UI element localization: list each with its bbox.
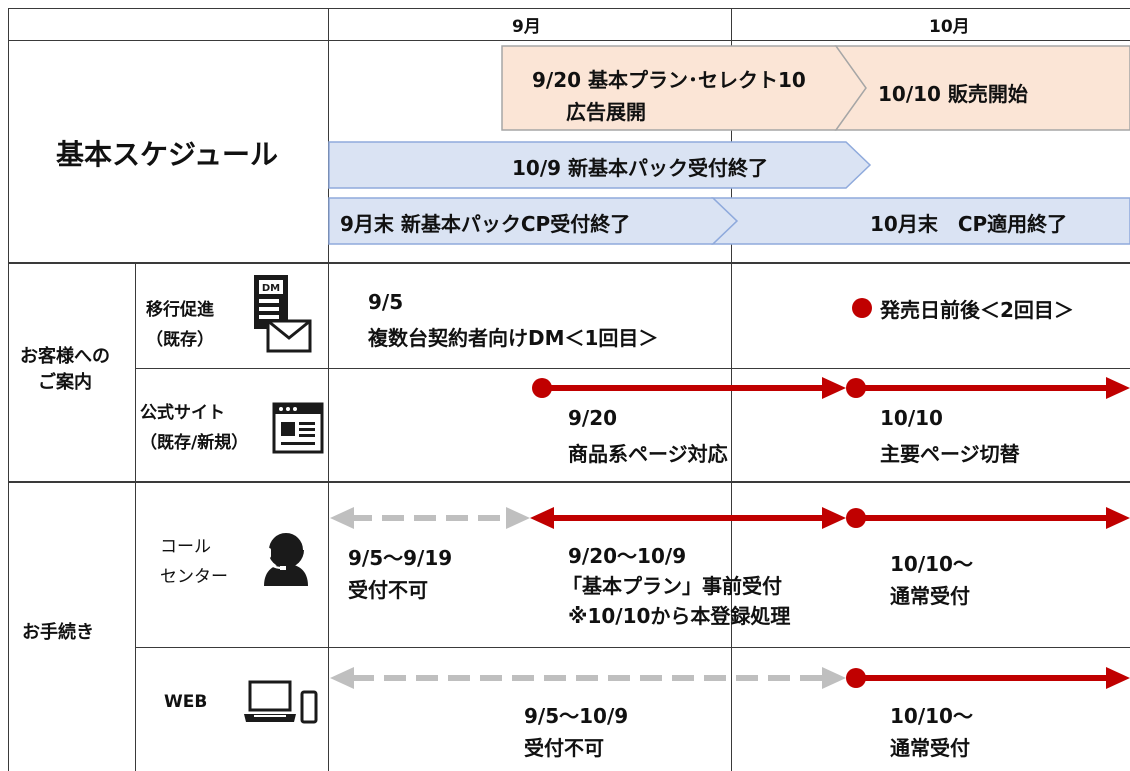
- site-item2-text: 主要ページ切替: [880, 442, 1020, 466]
- chevron-sales-start: [834, 45, 1130, 131]
- cp-apply-end-text: 10月末 CP適用終了: [870, 212, 1068, 236]
- site-arrow-1-dot: [532, 378, 552, 398]
- web-normal-text: 通常受付: [890, 736, 970, 760]
- migration-label-text: 移行促進 （既存）: [146, 300, 214, 350]
- site-item2-date: 10/10: [880, 406, 943, 430]
- laptop-phone-icon: [244, 680, 320, 724]
- dm2-text: 発売日前後＜2回目＞: [880, 298, 1074, 322]
- dm2-marker-dot: [852, 298, 872, 318]
- call-label-text: コール センター: [160, 537, 228, 587]
- site-arrow-1-head: [822, 377, 846, 399]
- site-row-label: 公式サイト （既存/新規）: [140, 398, 248, 458]
- web-gap-range: 9/5～10/9: [524, 704, 629, 728]
- grid-call-bottom: [135, 647, 1130, 648]
- grid-left: [8, 8, 9, 771]
- procedures-group-label: お手続き: [22, 622, 94, 643]
- chevron-cp-apply-end: [711, 197, 1130, 245]
- call-pre-note: ※10/10から本登録処理: [568, 604, 791, 628]
- call-normal-arrow-head: [1106, 507, 1130, 529]
- call-gap-text: 受付不可: [348, 578, 428, 602]
- site-item1-date: 9/20: [568, 406, 618, 430]
- call-gap-arrow-head-left: [330, 507, 354, 529]
- call-pre-arrow-head-right: [822, 507, 846, 529]
- web-normal-arrow-dot: [846, 668, 866, 688]
- schedule-row-label: 基本スケジュール: [56, 138, 279, 171]
- svg-text:DM: DM: [262, 283, 280, 294]
- cp-pack-end-text: 9月末 新基本パックCP受付終了: [340, 212, 631, 236]
- ad-campaign-line1: 9/20 基本プラン･セレクト10: [532, 68, 806, 92]
- guidance-group-label: お客様への ご案内: [20, 344, 110, 396]
- grid-label-divider: [135, 263, 136, 771]
- call-gap-range: 9/5～9/19: [348, 546, 453, 570]
- call-pre-range: 9/20～10/9: [568, 544, 687, 568]
- grid-schedule-bottom: [8, 262, 1130, 264]
- ad-campaign-line2: 広告展開: [566, 100, 646, 124]
- grid-guidance-bottom: [8, 481, 1130, 483]
- browser-window-icon: [272, 402, 324, 454]
- month-header-september: 9月: [512, 17, 541, 37]
- web-normal-arrow-head: [1106, 667, 1130, 689]
- month-header-october: 10月: [929, 17, 970, 37]
- sales-start-text: 10/10 販売開始: [878, 82, 1028, 106]
- call-center-operator-icon: [260, 528, 312, 586]
- web-gap-arrow-head-right: [822, 667, 846, 689]
- grid-timeline-start: [328, 8, 329, 771]
- chevron-new-pack-end: [328, 141, 872, 189]
- grid-header-bottom: [8, 40, 1130, 41]
- call-normal-range: 10/10～: [890, 552, 973, 576]
- call-normal-text: 通常受付: [890, 584, 970, 608]
- web-gap-text: 受付不可: [524, 736, 604, 760]
- migration-row-label: 移行促進 （既存）: [146, 295, 214, 355]
- dm1-text: 複数台契約者向けDM＜1回目＞: [368, 326, 659, 350]
- grid-top: [8, 8, 1130, 9]
- dm-mail-icon: DM: [252, 273, 314, 355]
- new-pack-end-text: 10/9 新基本パック受付終了: [512, 156, 769, 180]
- call-row-label: コール センター: [160, 532, 228, 592]
- web-gap-arrow-head-left: [330, 667, 354, 689]
- grid-migration-bottom: [135, 368, 1130, 369]
- dm1-date: 9/5: [368, 290, 404, 314]
- web-normal-range: 10/10～: [890, 704, 973, 728]
- call-gap-arrow-head-right: [506, 507, 530, 529]
- web-row-label: WEB: [164, 692, 208, 712]
- guidance-group-text: お客様への ご案内: [20, 346, 110, 393]
- site-arrow-2-head: [1106, 377, 1130, 399]
- site-label-text: 公式サイト （既存/新規）: [140, 403, 249, 453]
- call-normal-arrow-dot: [846, 508, 866, 528]
- call-pre-arrow-head-left: [530, 507, 554, 529]
- call-pre-text: 「基本プラン」事前受付: [562, 574, 782, 598]
- site-item1-text: 商品系ページ対応: [568, 442, 728, 466]
- site-arrow-2-dot: [846, 378, 866, 398]
